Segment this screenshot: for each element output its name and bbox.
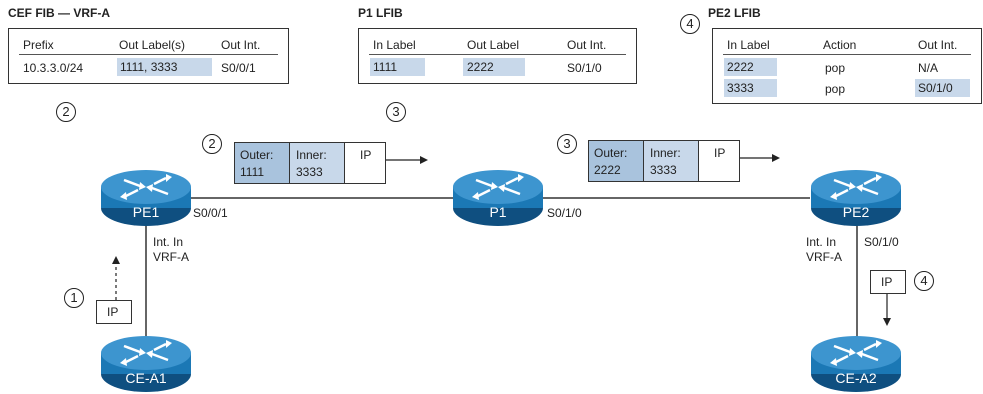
packet1-outer-value: 1111 xyxy=(240,165,265,179)
packet-ce-a1: IP xyxy=(96,300,132,324)
packet2-inner-value: 3333 xyxy=(650,163,677,177)
p1-lfib-header-in-label: In Label xyxy=(373,38,416,52)
pe2-lfib-row1-in-label: 2222 xyxy=(724,58,777,76)
p1-lfib-cell-out-int: S0/1/0 xyxy=(567,61,602,75)
p1-lfib-header-out-label: Out Label xyxy=(467,38,520,52)
pe2-lfib-header-action: Action xyxy=(823,38,857,52)
pe2-lfib-table: In Label Action Out Int. 2222 pop N/A 33… xyxy=(712,28,982,104)
packet2-outer-text: Outer: xyxy=(594,146,628,160)
cef-fib-header-out-labels: Out Label(s) xyxy=(119,38,186,52)
router-pe1-label: PE1 xyxy=(132,204,160,220)
link-label-pe2-s0-1-0: S0/1/0 xyxy=(864,235,899,249)
packet2-outer-label: Outer: 2222 xyxy=(589,141,644,181)
pe2-lfib-header-in-label: In Label xyxy=(727,38,770,52)
router-p1: P1 xyxy=(452,168,544,228)
step-4-marker-lfib: 4 xyxy=(680,14,700,34)
cef-fib-header-out-int: Out Int. xyxy=(221,38,261,52)
step-3-marker-lfib: 3 xyxy=(386,102,406,122)
cef-fib-header-divider xyxy=(19,54,278,55)
p1-lfib-title: P1 LFIB xyxy=(358,6,403,20)
step-3-marker-packet: 3 xyxy=(557,134,577,154)
packet2-outer-value: 2222 xyxy=(594,163,621,177)
p1-lfib-header-divider xyxy=(369,54,626,55)
pe2-lfib-title: PE2 LFIB xyxy=(708,6,761,20)
packet1-ip: IP xyxy=(360,148,372,162)
packet1-inner-value: 3333 xyxy=(296,165,323,179)
cef-fib-table: Prefix Out Label(s) Out Int. 10.3.3.0/24… xyxy=(8,28,289,84)
packet2-inner-text: Inner: xyxy=(650,146,681,160)
link-label-pe1-s0-0-1: S0/0/1 xyxy=(193,206,228,220)
step-1-marker: 1 xyxy=(64,288,84,308)
router-ce-a1-label: CE-A1 xyxy=(125,370,167,386)
pe2-int-label-2: VRF-A xyxy=(806,250,842,264)
cef-fib-header-prefix: Prefix xyxy=(23,38,54,52)
router-ce-a1: CE-A1 xyxy=(100,334,192,392)
pe2-lfib-header-out-int: Out Int. xyxy=(918,38,958,52)
pe2-lfib-row2-out-int: S0/1/0 xyxy=(915,79,970,97)
packet2-inner-label: Inner: 3333 xyxy=(644,141,699,181)
packet2-arrowhead xyxy=(772,154,780,162)
pe1-int-label-2: VRF-A xyxy=(153,250,189,264)
packet1: Outer: 1111 Inner: 3333 IP xyxy=(234,142,386,184)
router-icon xyxy=(811,170,901,226)
ce-a2-arrowhead xyxy=(883,318,891,326)
step-2-marker-cef: 2 xyxy=(56,102,76,122)
router-p1-label: P1 xyxy=(489,204,507,220)
cef-fib-cell-prefix: 10.3.3.0/24 xyxy=(23,61,84,75)
packet-ce-a2: IP xyxy=(870,270,906,294)
router-ce-a2: CE-A2 xyxy=(810,334,902,392)
link-label-p1-s0-1-0: S0/1/0 xyxy=(547,206,582,220)
router-pe2: PE2 xyxy=(810,168,902,228)
router-icon xyxy=(453,170,543,226)
pe2-int-label-1: Int. In xyxy=(806,235,837,249)
packet1-arrowhead xyxy=(420,156,428,164)
pe2-lfib-row2-action: pop xyxy=(825,82,846,96)
p1-lfib-cell-out-label: 2222 xyxy=(463,58,525,76)
cef-fib-title: CEF FIB — VRF-A xyxy=(8,6,110,20)
pe1-int-label-1: Int. In xyxy=(153,235,184,249)
p1-lfib-table: In Label Out Label Out Int. 1111 2222 S0… xyxy=(358,28,637,84)
cef-fib-cell-out-labels: 1111, 3333 xyxy=(117,58,212,76)
router-icon xyxy=(101,336,191,392)
packet1-outer-text: Outer: xyxy=(240,148,274,162)
step-2-marker-packet: 2 xyxy=(202,134,222,154)
p1-lfib-cell-in-label: 1111 xyxy=(370,58,425,76)
pe2-lfib-row2-in-label: 3333 xyxy=(724,79,777,97)
pe2-lfib-row1-action: pop xyxy=(825,61,846,75)
packet2: Outer: 2222 Inner: 3333 IP xyxy=(588,140,740,182)
ce-a1-arrowhead xyxy=(112,256,120,264)
p1-lfib-header-out-int: Out Int. xyxy=(567,38,607,52)
step-4-marker-ce: 4 xyxy=(914,271,934,291)
packet-ce-a2-ip: IP xyxy=(881,275,893,289)
pe2-lfib-header-divider xyxy=(723,54,971,55)
router-icon xyxy=(811,336,901,392)
packet2-ip: IP xyxy=(714,146,726,160)
packet1-inner-text: Inner: xyxy=(296,148,327,162)
router-pe2-label: PE2 xyxy=(842,204,870,220)
packet1-inner-label: Inner: 3333 xyxy=(290,143,345,183)
pe2-lfib-row1-out-int: N/A xyxy=(918,61,939,75)
cef-fib-cell-out-int: S0/0/1 xyxy=(221,61,256,75)
router-icon xyxy=(101,170,191,226)
packet1-outer-label: Outer: 1111 xyxy=(235,143,290,183)
router-pe1: PE1 xyxy=(100,168,192,228)
router-ce-a2-label: CE-A2 xyxy=(835,370,877,386)
packet-ce-a1-ip: IP xyxy=(107,305,119,319)
